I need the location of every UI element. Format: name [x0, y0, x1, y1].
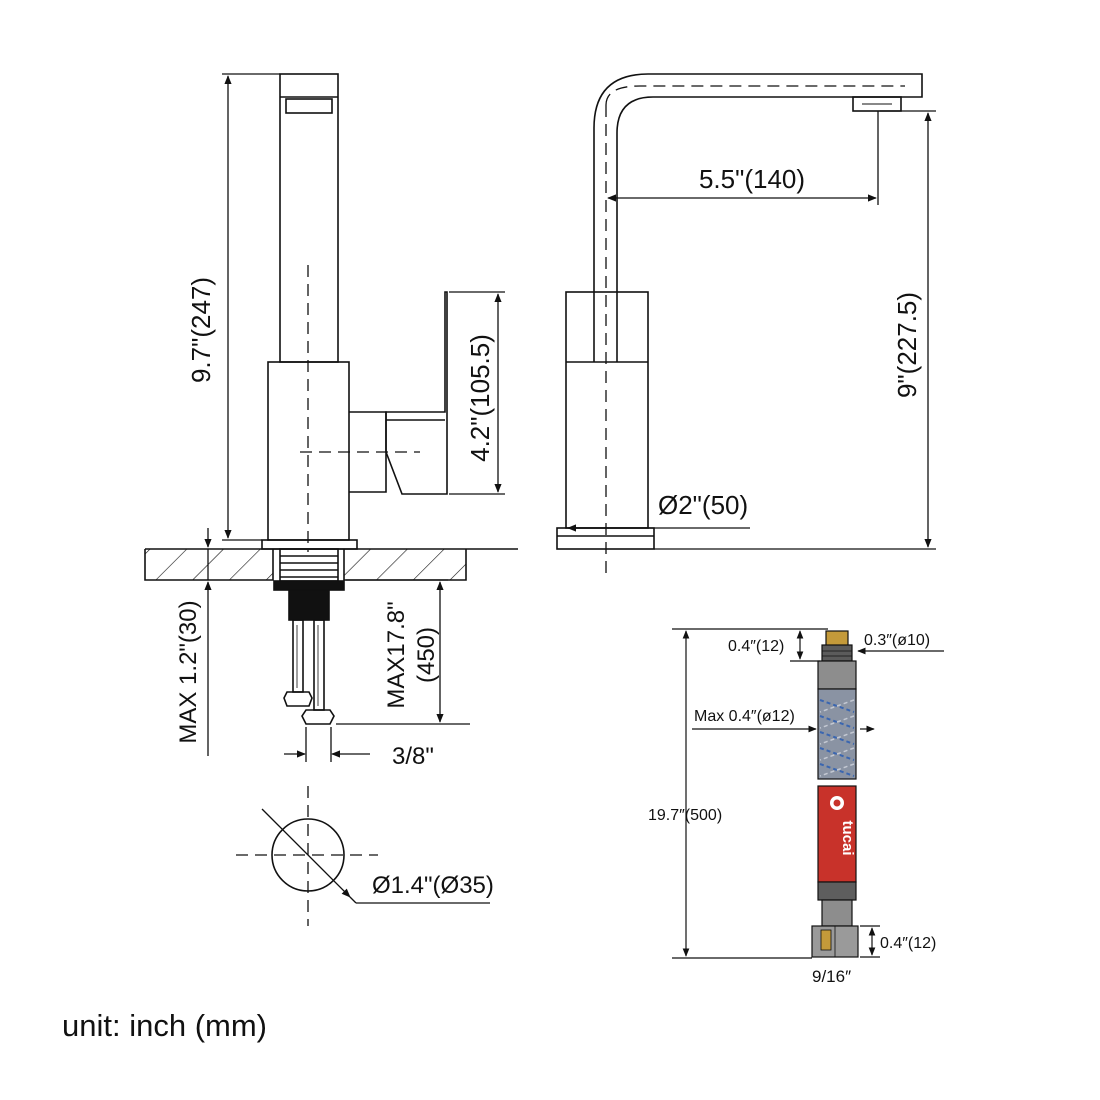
hose-top-fitting: [817, 630, 857, 690]
faucet-body-side: [261, 73, 448, 552]
front-view: [556, 73, 936, 575]
total-length-label: 19.7″(500): [648, 807, 722, 824]
hose-length-label-b: (450): [413, 627, 440, 683]
hose-dimensions: [672, 628, 944, 959]
mounting-shank: [273, 548, 345, 621]
hole-diameter-label: Ø1.4"(Ø35): [372, 872, 494, 899]
handle-height-dimension: [449, 291, 505, 495]
brand-logo: tucai: [839, 820, 856, 855]
reach-dimension: [607, 111, 879, 205]
bottom-thread-label: 9/16″: [812, 967, 851, 986]
bottom-nut-length-label: 0.4″(12): [880, 935, 936, 952]
hose-detail: tucai: [672, 628, 944, 959]
connector-label: 3/8": [392, 743, 434, 770]
top-diameter-label: 0.3″(ø10): [864, 632, 930, 649]
hose-red-sleeve: tucai: [817, 785, 857, 883]
hose-length-label-a: MAX17.8": [383, 601, 410, 708]
hose-length-dimension: [336, 579, 470, 725]
max-thickness-label: MAX 1.2"(30): [175, 600, 202, 743]
reach-label: 5.5"(140): [699, 164, 805, 194]
spout-height-label: 9"(227.5): [892, 292, 922, 398]
unit-label: unit: inch (mm): [62, 1008, 267, 1043]
height-label: 9.7"(247): [186, 277, 216, 383]
hose-braided-section: [817, 688, 857, 780]
mounting-hole: [236, 786, 490, 926]
base-diameter-label: Ø2"(50): [658, 490, 748, 520]
hose-bottom-fitting: [811, 881, 859, 958]
height-dimension: [222, 73, 280, 541]
side-view: [144, 73, 518, 762]
connector-dimension: [284, 727, 370, 762]
countertop-section: [144, 548, 518, 581]
top-fitting-length-label: 0.4″(12): [728, 638, 784, 655]
supply-hoses: [283, 619, 335, 725]
handle-height-label: 4.2"(105.5): [465, 334, 495, 462]
max-diameter-label: Max 0.4″(ø12): [694, 708, 795, 725]
spout-height-dimension: [654, 110, 936, 550]
